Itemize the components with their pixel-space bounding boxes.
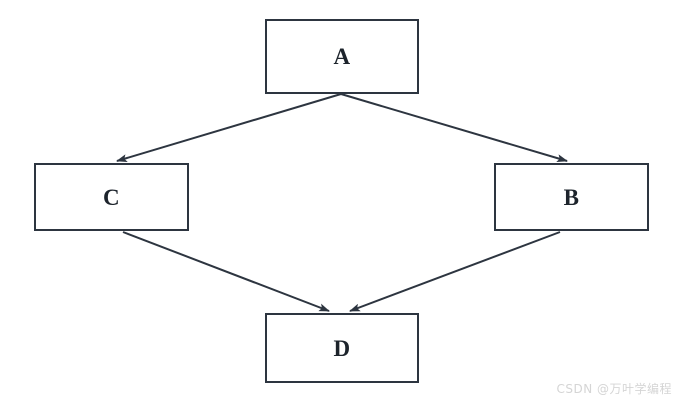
edge-c-to-d <box>122 231 330 312</box>
edge-a-to-c <box>116 93 342 162</box>
node-d[interactable]: D <box>265 313 419 383</box>
edge-b-to-d <box>349 231 561 312</box>
node-d-label: D <box>333 335 351 361</box>
node-a-label: A <box>333 44 351 69</box>
node-c-label: C <box>102 184 121 210</box>
node-c[interactable]: C <box>34 163 189 231</box>
node-a[interactable]: A <box>265 19 419 94</box>
node-b[interactable]: B <box>494 163 649 231</box>
watermark: CSDN @万叶学编程 <box>556 382 672 396</box>
node-b-label: B <box>563 184 580 210</box>
edge-a-to-b <box>340 93 568 162</box>
